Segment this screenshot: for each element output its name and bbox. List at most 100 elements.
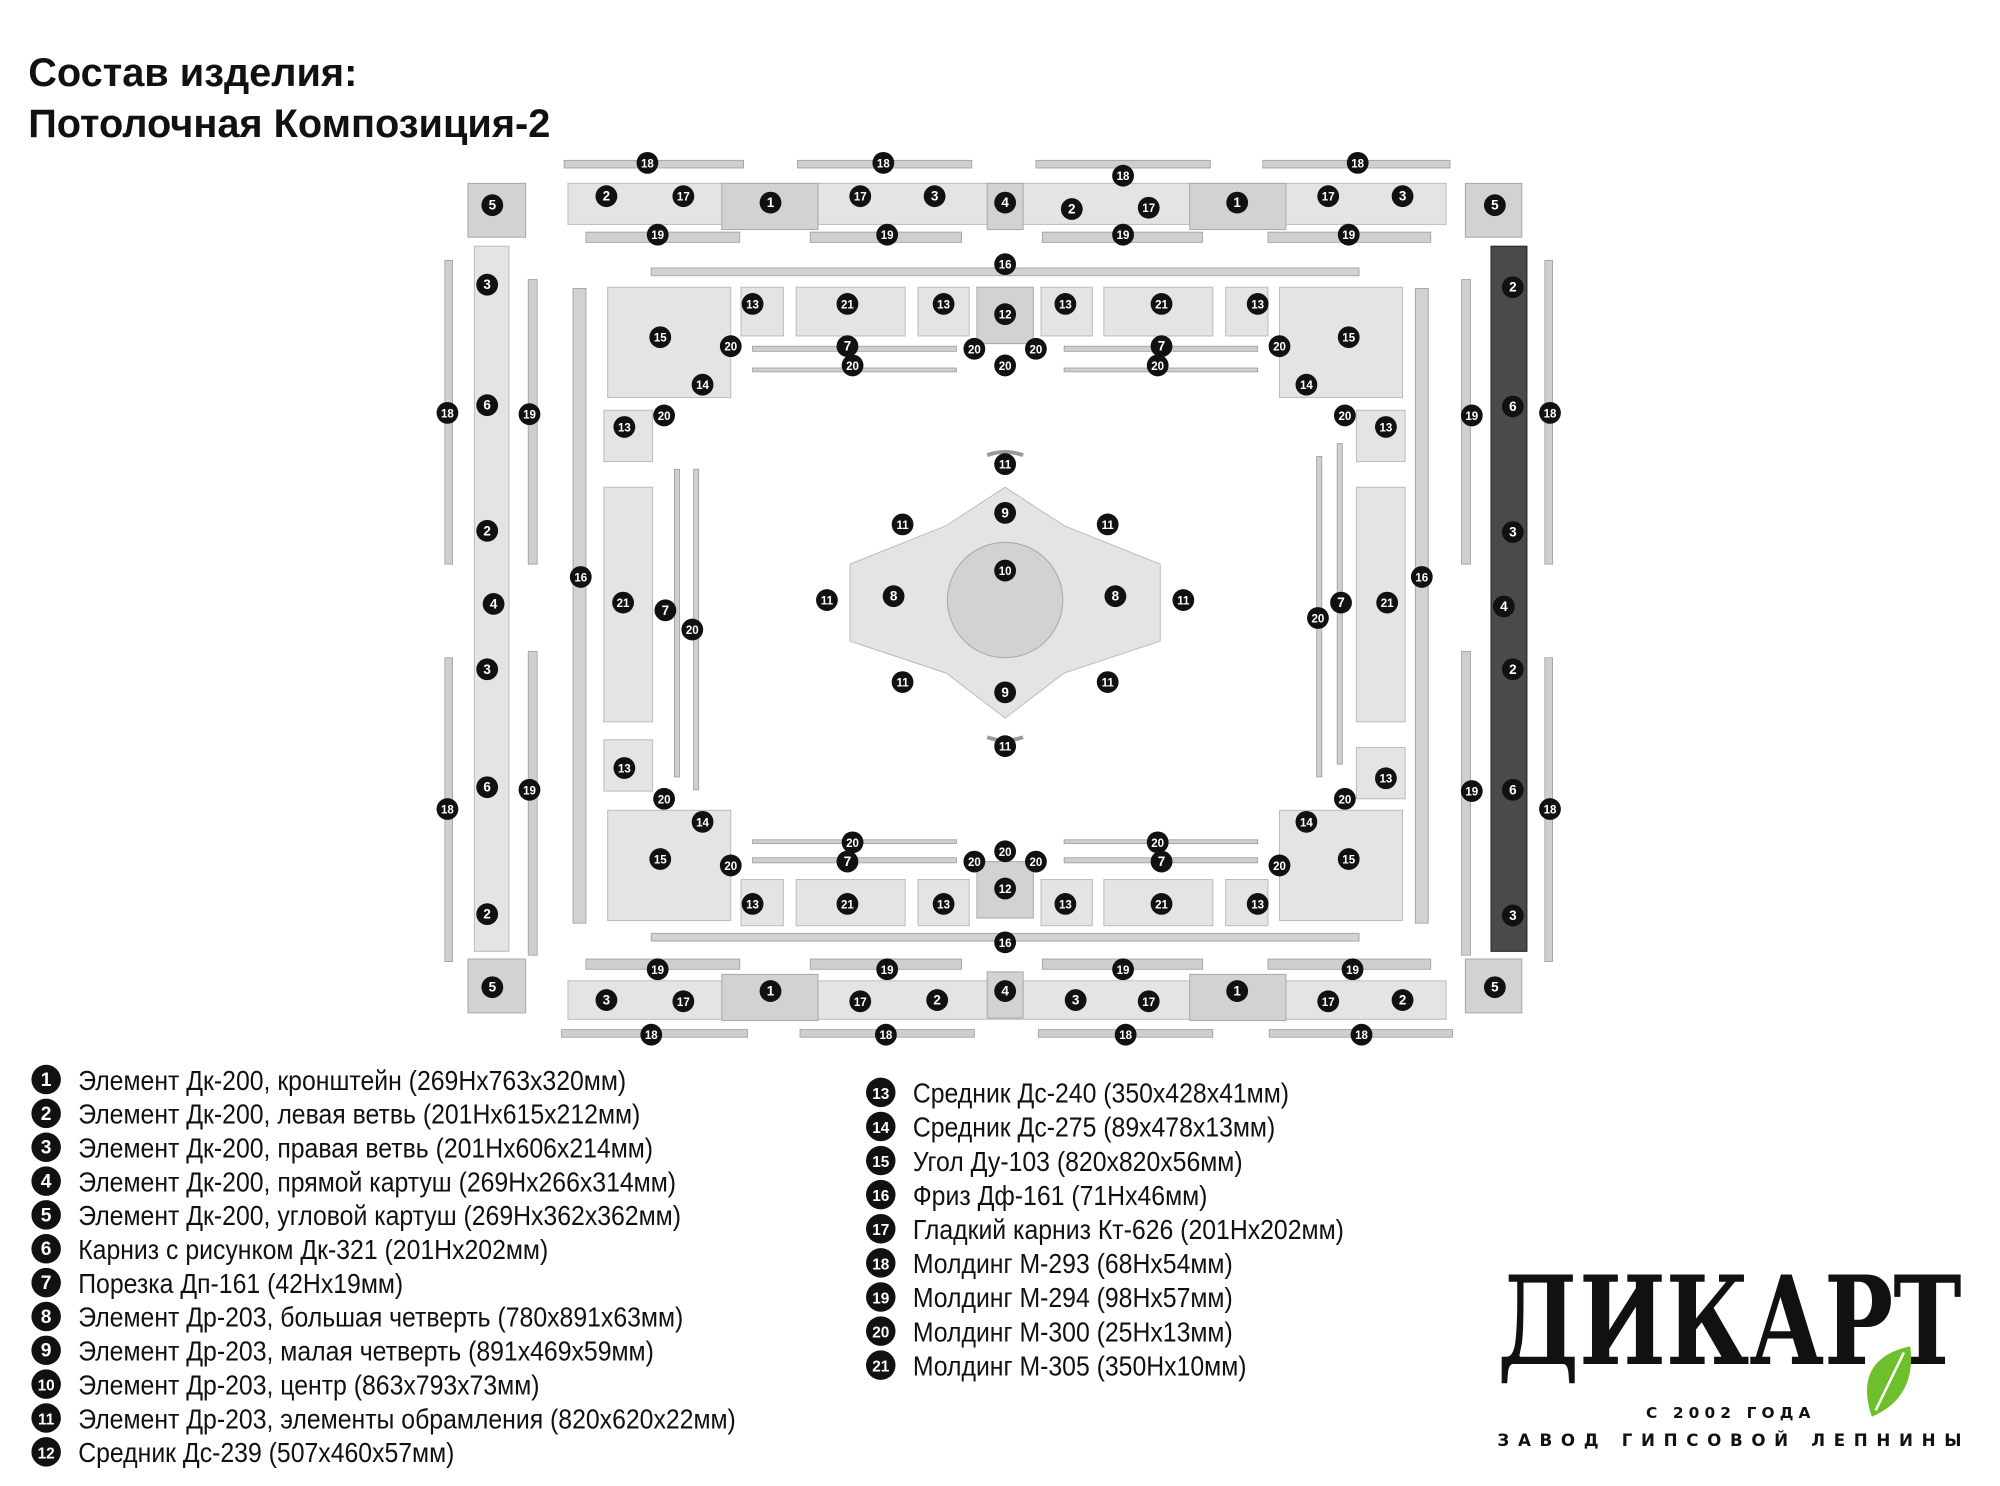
marker-badge: 19 bbox=[1112, 958, 1134, 981]
marker-number: 20 bbox=[724, 342, 737, 354]
logo-tagline: ЗАВОД ГИПСОВОЙ ЛЕПНИНЫ bbox=[1497, 1431, 1961, 1450]
marker-badge: 15 bbox=[1337, 848, 1360, 870]
legend-number: 13 bbox=[872, 1086, 889, 1103]
marker-number: 11 bbox=[896, 678, 909, 690]
marker-badge: 18 bbox=[1114, 1023, 1137, 1046]
marker-number: 20 bbox=[846, 361, 859, 373]
marker-number: 13 bbox=[1251, 899, 1264, 911]
marker-number: 2 bbox=[1399, 993, 1406, 1008]
marker-badge: 18 bbox=[436, 798, 459, 820]
marker-number: 7 bbox=[1158, 854, 1165, 869]
marker-badge: 4 bbox=[482, 593, 505, 615]
marker-number: 13 bbox=[618, 422, 631, 434]
marker-number: 18 bbox=[441, 805, 454, 817]
marker-badge: 20 bbox=[1333, 404, 1356, 427]
marker-number: 1 bbox=[767, 984, 775, 999]
marker-number: 2 bbox=[1509, 280, 1516, 295]
marker-number: 18 bbox=[1544, 805, 1557, 817]
marker-number: 4 bbox=[1001, 984, 1009, 999]
marker-badge: 20 bbox=[1146, 831, 1169, 854]
marker-badge: 11 bbox=[891, 513, 914, 536]
marker-number: 11 bbox=[896, 520, 909, 532]
legend-text: Элемент Др-203, центр (863x793x73мм) bbox=[78, 1369, 539, 1401]
marker-number: 13 bbox=[1379, 422, 1392, 434]
marker-number: 5 bbox=[1491, 198, 1499, 213]
marker-number: 20 bbox=[724, 861, 737, 873]
marker-badge: 20 bbox=[1025, 850, 1047, 873]
marker-badge: 3 bbox=[1391, 185, 1414, 208]
marker-badge: 6 bbox=[1501, 778, 1524, 801]
legend-text: Элемент Др-203, элементы обрамления (820… bbox=[78, 1403, 736, 1435]
marker-number: 19 bbox=[651, 965, 664, 977]
marker-number: 6 bbox=[483, 398, 490, 413]
marker-badge: 5 bbox=[481, 976, 504, 999]
legend-number: 6 bbox=[41, 1239, 52, 1260]
marker-number: 13 bbox=[746, 299, 759, 311]
marker-badge: 16 bbox=[569, 566, 592, 588]
legend-badge bbox=[31, 1200, 61, 1230]
legend-number: 8 bbox=[41, 1307, 52, 1328]
legend-text: Элемент Дк-200, левая ветвь (201Hx615x21… bbox=[78, 1098, 640, 1130]
legend-number: 1 bbox=[41, 1070, 52, 1091]
marker-badge: 20 bbox=[719, 335, 742, 358]
legend-text: Молдинг М-293 (68Hx54мм) bbox=[913, 1248, 1233, 1280]
marker-number: 17 bbox=[1142, 203, 1155, 215]
marker-badge: 5 bbox=[481, 194, 504, 217]
marker-number: 16 bbox=[999, 260, 1012, 272]
marker-number: 13 bbox=[1059, 899, 1072, 911]
marker-number: 18 bbox=[1351, 158, 1364, 170]
marker-number: 19 bbox=[1465, 787, 1478, 799]
marker-badge: 20 bbox=[1025, 337, 1047, 360]
marker-number: 20 bbox=[686, 625, 699, 637]
marker-badge: 18 bbox=[1112, 164, 1134, 187]
marker-number: 18 bbox=[645, 1030, 658, 1042]
marker-badge: 13 bbox=[1375, 767, 1397, 790]
legend-number: 17 bbox=[872, 1222, 889, 1239]
marker-badge: 20 bbox=[994, 840, 1017, 863]
marker-number: 11 bbox=[1177, 596, 1190, 608]
marker-badge: 4 bbox=[994, 980, 1017, 1002]
marker-badge: 20 bbox=[1333, 787, 1356, 810]
marker-number: 3 bbox=[1072, 993, 1079, 1008]
marker-number: 13 bbox=[618, 763, 631, 775]
legend-badge bbox=[31, 1234, 61, 1264]
marker-number: 20 bbox=[968, 857, 981, 869]
marker-badge: 1 bbox=[759, 980, 782, 1002]
marker-number: 11 bbox=[821, 596, 834, 608]
legend-number: 10 bbox=[38, 1378, 55, 1395]
marker-number: 6 bbox=[1509, 782, 1516, 797]
marker-number: 3 bbox=[1509, 908, 1516, 923]
marker-number: 5 bbox=[1491, 980, 1499, 995]
marker-badge: 14 bbox=[691, 810, 714, 833]
legend-badge bbox=[31, 1098, 61, 1129]
marker-badge: 17 bbox=[672, 990, 695, 1013]
marker-badge: 6 bbox=[1501, 395, 1524, 418]
marker-badge: 13 bbox=[1246, 293, 1269, 315]
marker-badge: 13 bbox=[741, 893, 764, 915]
marker-badge: 18 bbox=[1539, 401, 1561, 424]
marker-badge: 3 bbox=[476, 273, 499, 296]
legend-text: Средник Дс-239 (507x460x57мм) bbox=[78, 1437, 454, 1469]
legend-text: Порезка Дп-161 (42Hx19мм) bbox=[78, 1267, 403, 1299]
legend-badge bbox=[866, 1179, 896, 1210]
marker-number: 3 bbox=[483, 277, 490, 292]
marker-number: 1 bbox=[1233, 984, 1241, 999]
marker-number: 3 bbox=[931, 189, 938, 204]
marker-badge: 2 bbox=[926, 989, 949, 1011]
marker-badge: 7 bbox=[1150, 850, 1173, 873]
marker-badge: 15 bbox=[649, 326, 672, 349]
marker-number: 13 bbox=[1379, 774, 1392, 786]
marker-number: 14 bbox=[696, 380, 709, 392]
marker-number: 14 bbox=[1300, 380, 1313, 392]
marker-number: 18 bbox=[879, 1030, 892, 1042]
marker-number: 20 bbox=[1151, 838, 1164, 850]
legend-badge bbox=[866, 1248, 896, 1278]
marker-badge: 18 bbox=[1350, 1023, 1373, 1046]
marker-number: 21 bbox=[617, 598, 630, 610]
